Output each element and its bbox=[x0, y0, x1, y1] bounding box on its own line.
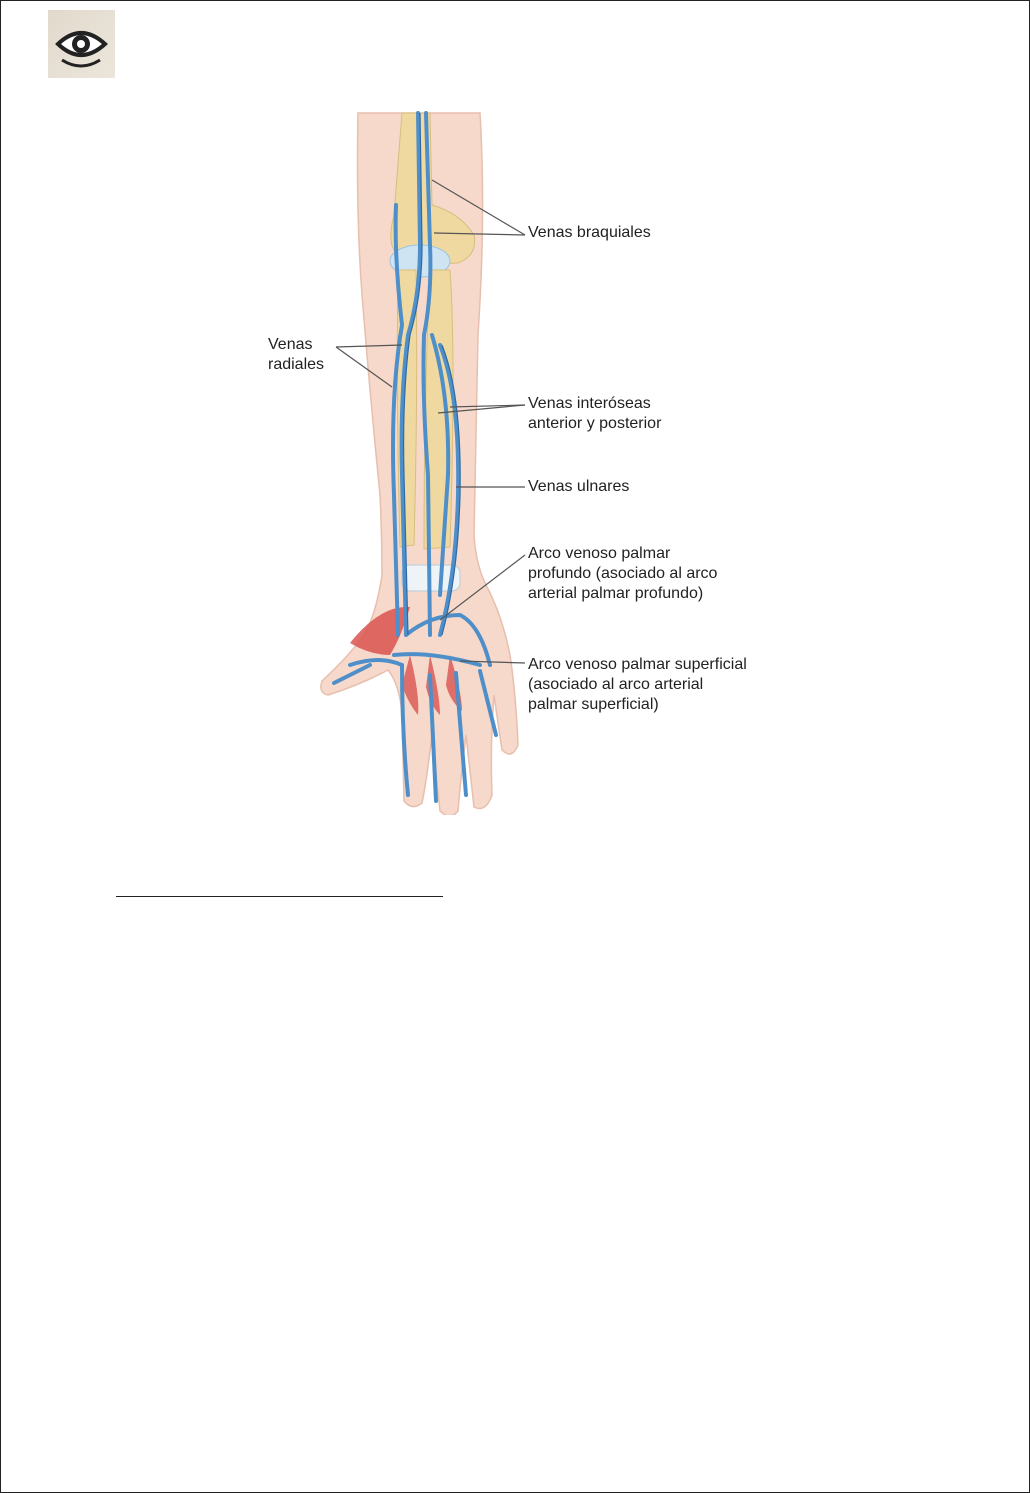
forearm-veins-illustration: Venas braquiales Venas radiales Venas in… bbox=[290, 95, 790, 815]
label-venas-radiales-line1: Venas bbox=[268, 335, 312, 355]
label-arco-superficial-line2: (asociado al arco arterial bbox=[528, 675, 703, 695]
label-arco-superficial-line1: Arco venoso palmar superficial bbox=[528, 655, 747, 675]
label-venas-ulnares: Venas ulnares bbox=[528, 477, 629, 497]
label-arco-profundo-line3: arterial palmar profundo) bbox=[528, 584, 703, 604]
footnote-separator bbox=[116, 896, 443, 897]
eye-logo-icon bbox=[48, 10, 115, 78]
label-arco-profundo-line1: Arco venoso palmar bbox=[528, 544, 670, 564]
label-venas-interoseas-line2: anterior y posterior bbox=[528, 414, 661, 434]
label-venas-braquiales: Venas braquiales bbox=[528, 223, 651, 243]
label-venas-interoseas-line1: Venas interóseas bbox=[528, 394, 651, 414]
label-arco-profundo-line2: profundo (asociado al arco bbox=[528, 564, 717, 584]
label-venas-radiales-line2: radiales bbox=[268, 355, 324, 375]
label-arco-superficial-line3: palmar superficial) bbox=[528, 695, 659, 715]
